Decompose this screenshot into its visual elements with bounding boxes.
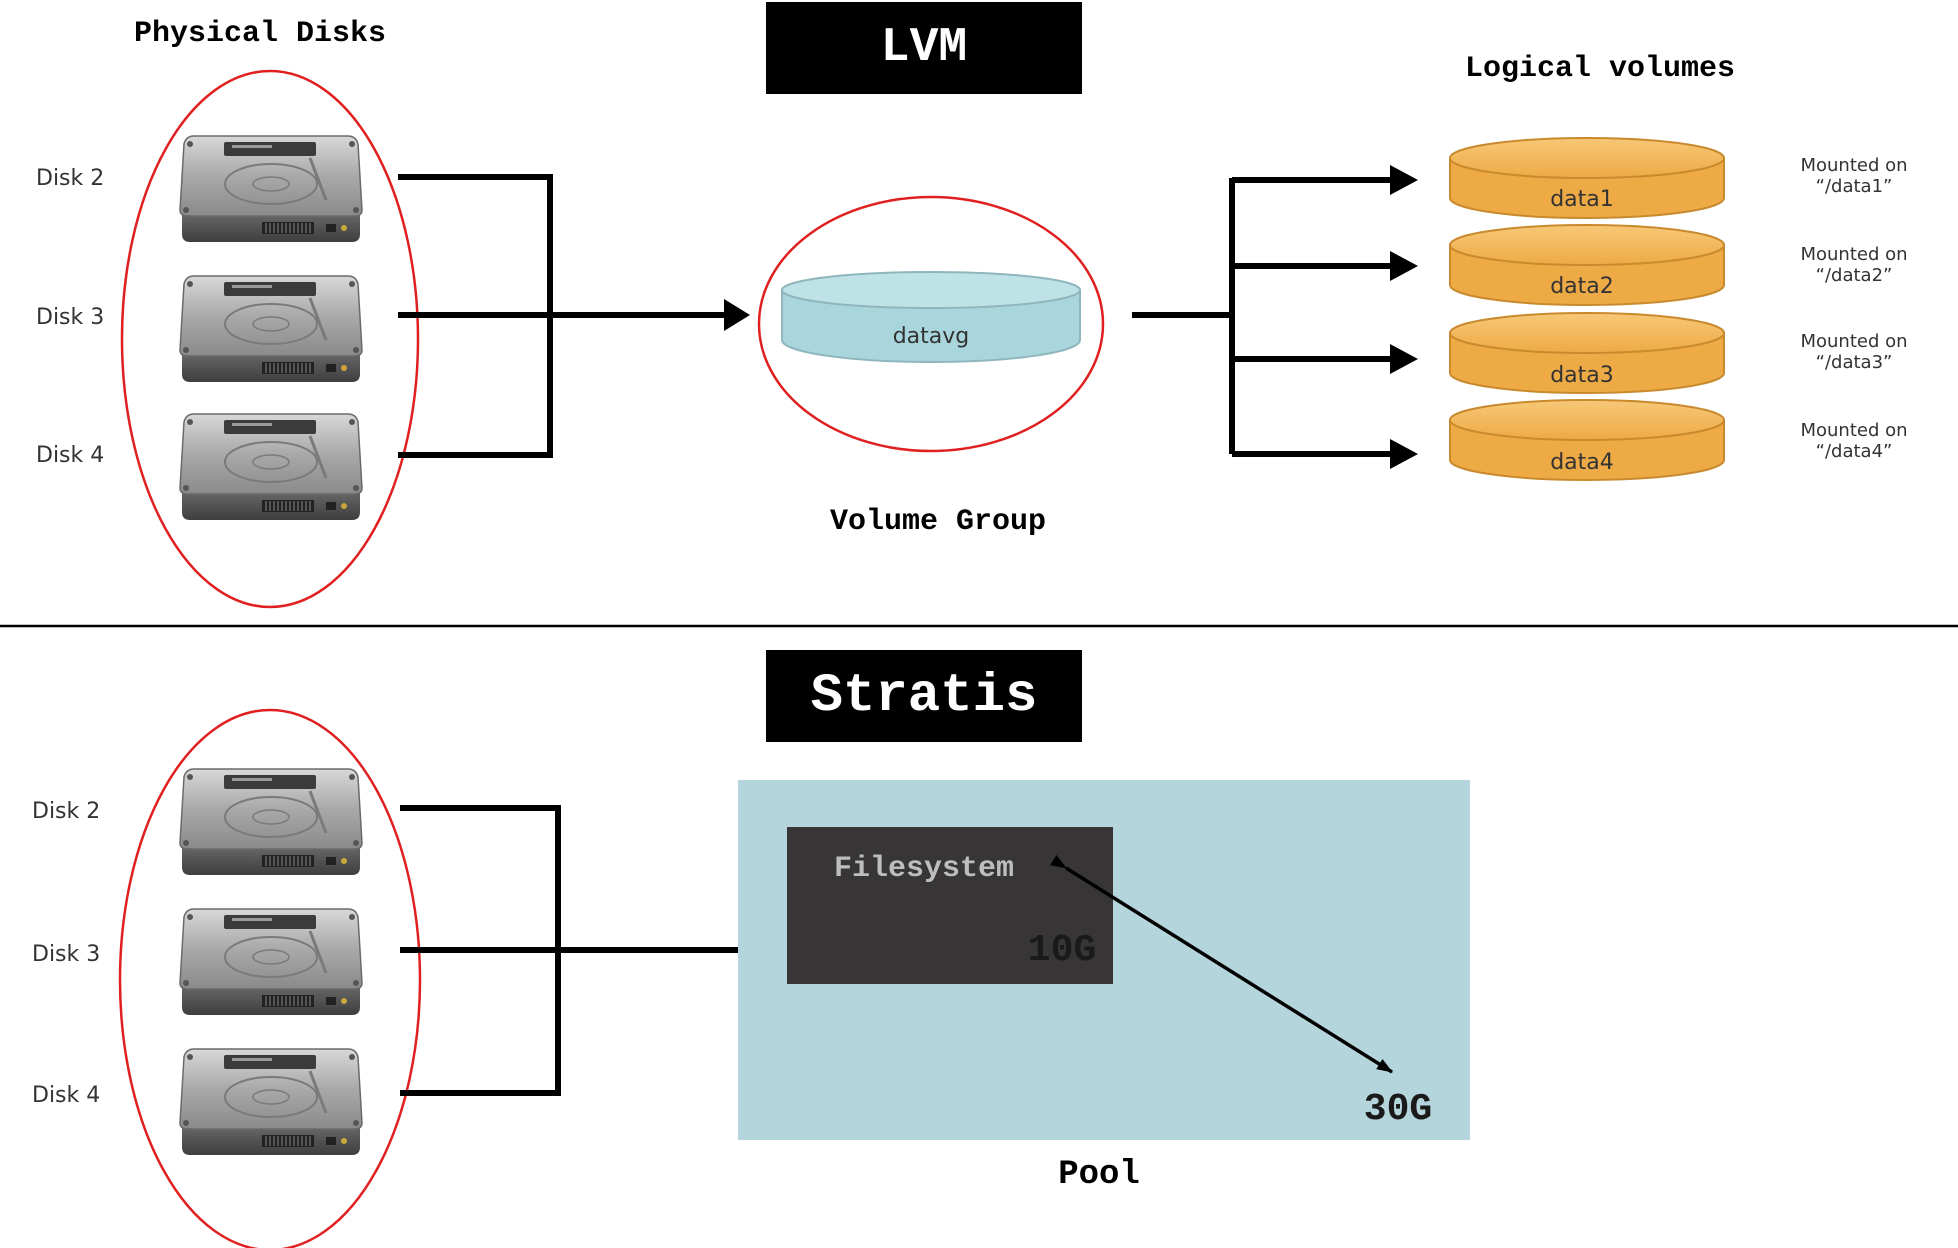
- lvm-disk-3: Disk 3: [36, 274, 364, 384]
- lvm-title: LVM: [881, 21, 967, 75]
- mount-line1: Mounted on: [1800, 420, 1907, 441]
- lvm-disk-2: Disk 2: [36, 134, 364, 244]
- filesystem-label: Filesystem: [834, 852, 1014, 886]
- lv-name: data1: [1550, 187, 1614, 212]
- logical-volume-data1: data1: [1449, 137, 1725, 219]
- lvm-disk-4: Disk 4: [36, 412, 364, 522]
- lvm-disks-highlight: [120, 69, 420, 609]
- stratis-title: Stratis: [811, 666, 1038, 727]
- stratis-title-bar: [766, 650, 1082, 742]
- filesystem-size: 10G: [1028, 929, 1096, 972]
- stratis-disk-4: Disk 4: [32, 1047, 364, 1157]
- disk-label: Disk 2: [36, 166, 104, 191]
- physical-disks-label: Physical Disks: [134, 17, 386, 51]
- volume-group-cylinder: datavg: [781, 271, 1081, 363]
- mount-note-data4: Mounted on “/data4”: [1800, 420, 1907, 462]
- growth-arrow: [1050, 854, 1393, 1074]
- disks-to-vg-connector: [398, 174, 735, 458]
- vg-arrow-head: [724, 299, 750, 331]
- lv-name: data2: [1550, 274, 1614, 299]
- mount-line1: Mounted on: [1800, 331, 1907, 352]
- lv-arrow-heads: [1390, 165, 1418, 469]
- vg-to-lvs-connector: [1132, 177, 1396, 457]
- volume-group-label: Volume Group: [830, 505, 1046, 539]
- mount-line2: “/data1”: [1816, 176, 1893, 197]
- pool-label: Pool: [1058, 1156, 1140, 1194]
- disk-label: Disk 4: [32, 1083, 100, 1108]
- mount-note-data3: Mounted on “/data3”: [1800, 331, 1907, 373]
- disk-label: Disk 2: [32, 799, 100, 824]
- stratis-disk-3: Disk 3: [32, 907, 364, 1017]
- mount-note-data1: Mounted on “/data1”: [1800, 155, 1907, 197]
- vg-name: datavg: [893, 324, 970, 349]
- disk-label: Disk 3: [36, 305, 104, 330]
- stratis-disk-2: Disk 2: [32, 767, 364, 877]
- lvm-title-bar: [766, 2, 1082, 94]
- logical-volume-data2: data2: [1449, 224, 1725, 306]
- mount-line2: “/data4”: [1816, 441, 1893, 462]
- lvm-section: LVM Physical Disks Disk 2 Disk 3 Disk 4: [36, 2, 1908, 609]
- logical-volume-data4: data4: [1449, 399, 1725, 481]
- pool-size: 30G: [1364, 1088, 1432, 1131]
- mount-line1: Mounted on: [1800, 244, 1907, 265]
- mount-line2: “/data3”: [1816, 352, 1893, 373]
- logical-volumes-label: Logical volumes: [1465, 52, 1735, 86]
- mount-line2: “/data2”: [1816, 265, 1893, 286]
- disk-label: Disk 3: [32, 942, 100, 967]
- logical-volume-data3: data3: [1449, 312, 1725, 394]
- disk-label: Disk 4: [36, 443, 104, 468]
- stratis-disks-highlight: [118, 708, 422, 1248]
- lv-name: data3: [1550, 363, 1614, 388]
- mount-note-data2: Mounted on “/data2”: [1800, 244, 1907, 286]
- disks-to-pool-connector: [400, 805, 738, 1096]
- stratis-section: Stratis Disk 2 Disk 3 Disk 4 30G Pool Fi…: [32, 650, 1470, 1248]
- vg-highlight: [757, 195, 1105, 453]
- mount-line1: Mounted on: [1800, 155, 1907, 176]
- lv-name: data4: [1550, 450, 1614, 475]
